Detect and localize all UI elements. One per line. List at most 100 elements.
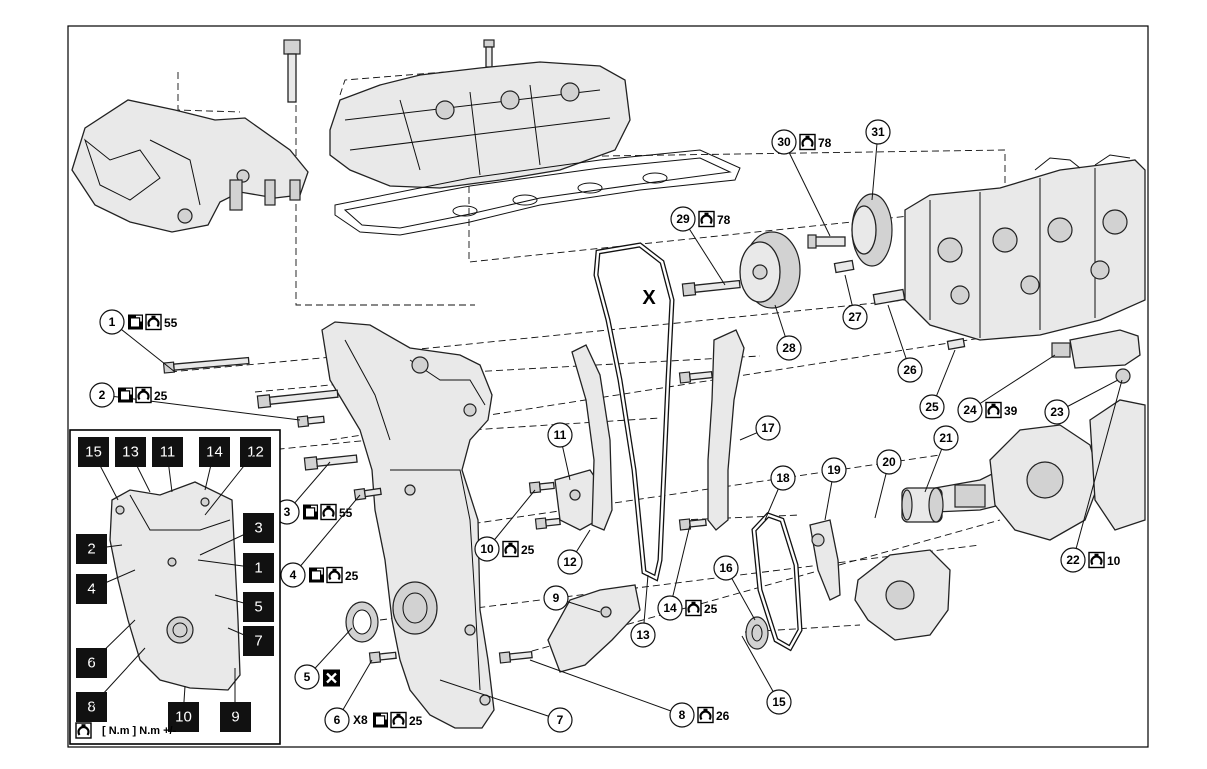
callout-leader [111,321,176,373]
callout-torque-value: 78 [818,136,832,150]
callout-circle [557,549,583,575]
inset-label-number: 5 [254,599,262,616]
oil-pump-chain [751,512,803,652]
inset-label-box [243,513,274,543]
callout-circle [821,457,847,483]
callout-number: 23 [1050,405,1064,419]
inset-leader [92,451,119,501]
torque-icon [984,401,1003,419]
callout-circle [1044,399,1070,425]
callout-circle [294,664,320,690]
callout-number: 9 [553,591,560,605]
callout-11: 11 [547,422,573,481]
callout-leader [486,489,536,550]
callout-number: 2 [99,388,106,402]
callout-31: 31 [865,119,891,201]
tensioner-guide [571,344,613,531]
torque-icon [134,386,153,404]
inset-leader [90,647,146,708]
callout-leader [741,635,780,703]
callout-leader [439,679,561,721]
callout-leader [529,659,683,716]
dowel-pins [833,259,966,351]
inset-leader [129,451,151,493]
callout-number: 11 [554,428,567,442]
callout-number: 13 [636,628,650,642]
callout-number: 18 [776,471,790,485]
camshaft-bolts [807,234,846,249]
callout-number: 28 [782,341,796,355]
torque-icon [501,540,520,558]
sealant-icon [302,503,319,521]
fixed-chain-guide [707,329,745,531]
callout-circle [713,555,739,581]
inset-label-7: 7 [243,626,274,656]
callout-circle [547,707,573,733]
callout-number: 22 [1066,553,1080,567]
callout-circle [919,394,945,420]
oil-pump-chain-tensioner [809,519,841,601]
inset-label-number: 7 [254,633,262,650]
inset-label-box [243,553,274,583]
callout-number: 3 [284,505,291,519]
torque-icon [1087,551,1106,569]
callout-number: 14 [663,601,677,615]
inset-label-number: 3 [254,520,262,537]
callout-circle [543,585,569,611]
callout-number: 17 [761,421,775,435]
inset-leader [90,544,123,550]
inset-leader [90,619,136,664]
sensor [1115,368,1131,384]
diagram-frame [67,25,1149,748]
callout-circle [474,536,500,562]
callout-circle [547,422,573,448]
valve-cover-gasket [334,149,741,236]
callout-circle [842,304,868,330]
callout-circle [1060,547,1086,573]
callout-circle [766,689,792,715]
inset-label-3: 3 [243,513,274,543]
callout-number: 25 [925,400,939,414]
valve-cover [329,61,631,189]
callout-torque-value: 78 [717,213,731,227]
callout-circle [776,335,802,361]
oil-pump-sprocket [745,616,769,650]
callout-leader [669,524,691,609]
callout-quantity: X8 [353,713,368,727]
callout-27: 27 [842,274,868,330]
oil-control-valve [1051,329,1141,369]
callout-number: 6 [334,713,341,727]
callout-circle [897,357,923,383]
callout-number: 29 [676,212,690,226]
oil-pump-bracket [547,584,641,673]
callout-leader [1072,379,1123,561]
inset-leader [197,559,259,569]
chain-tensioner [554,469,601,531]
callout-torque-value: 25 [154,389,168,403]
callout-number: 10 [480,542,494,556]
callout-12: 12 [557,529,591,575]
callout-number: 15 [772,695,786,709]
inset-label-14: 14 [199,437,230,467]
callout-circle [280,562,306,588]
bracket-bolt [283,39,301,103]
callout-number: 5 [304,670,311,684]
callout-number: 1 [109,315,116,329]
callout-number: 27 [848,310,862,324]
callout-circle [324,707,350,733]
callout-leader [292,494,361,576]
vvt-sprocket [739,231,801,309]
callout-circle [669,702,695,728]
torque-icon [325,566,344,584]
sealant-icon [308,566,325,584]
callout-25: 25 [919,349,956,420]
callout-5: 5 [294,627,353,690]
inset-label-1: 1 [243,553,274,583]
inset-leader [182,685,186,718]
callout-9: 9 [543,585,601,613]
engine-mount-bracket [71,99,309,233]
